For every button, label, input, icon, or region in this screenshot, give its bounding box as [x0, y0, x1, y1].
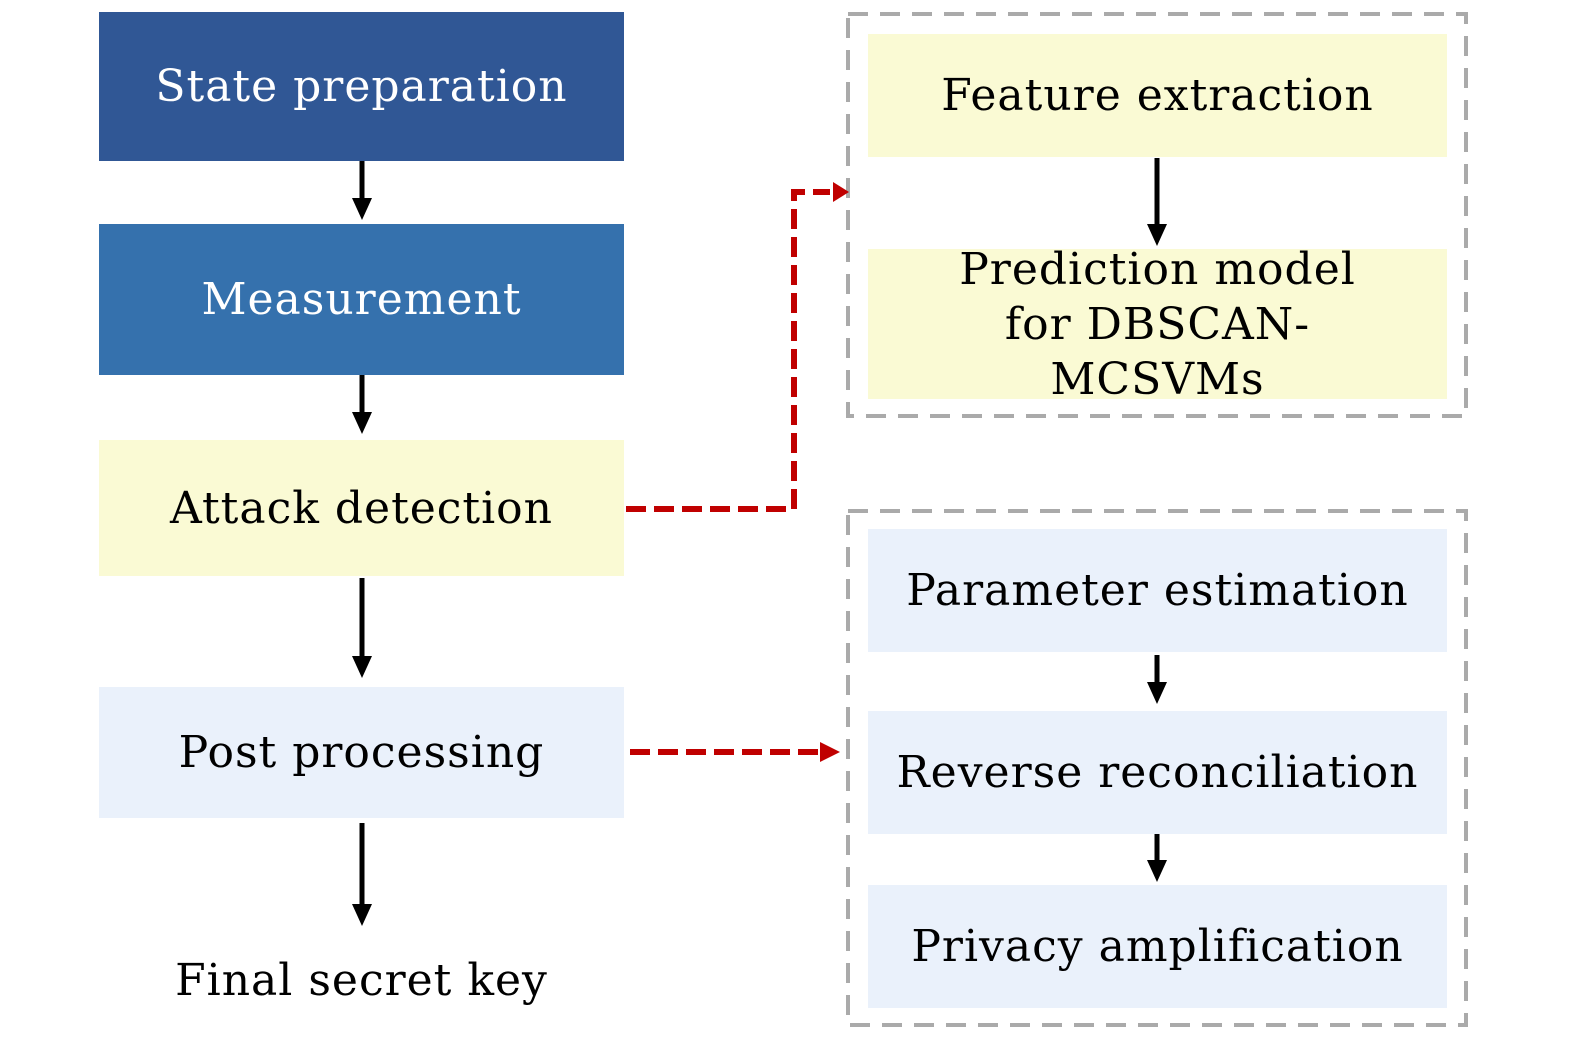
- measurement-label: Measurement: [201, 274, 522, 325]
- final-secret-key-label: Final secret key: [175, 954, 548, 1006]
- measurement-box: Measurement: [99, 224, 624, 375]
- state-preparation-label: State preparation: [155, 61, 568, 112]
- state-preparation-box: State preparation: [99, 12, 624, 161]
- feature-extraction-label: Feature extraction: [941, 70, 1374, 121]
- arrow-reverse-to-privacy: [1147, 834, 1167, 882]
- arrow-feature-to-prediction: [1147, 158, 1167, 246]
- arrow-state-to-measurement: [352, 160, 372, 220]
- attack-detection-group-border: [846, 12, 1468, 418]
- arrow-attack-to-post: [352, 578, 372, 678]
- reverse-reconciliation-label: Reverse reconciliation: [896, 747, 1419, 798]
- post-processing-group-border: [846, 509, 1468, 1027]
- prediction-model-box: Prediction model for DBSCAN-MCSVMs: [868, 244, 1447, 405]
- reverse-reconciliation-box: Reverse reconciliation: [868, 711, 1447, 834]
- arrow-post-to-final-key: [352, 823, 372, 926]
- privacy-amplification-label: Privacy amplification: [911, 921, 1404, 972]
- parameter-estimation-label: Parameter estimation: [906, 565, 1409, 616]
- arrow-parameter-to-reverse: [1147, 655, 1167, 704]
- attack-detection-label: Attack detection: [169, 482, 554, 534]
- privacy-amplification-box: Privacy amplification: [868, 885, 1447, 1008]
- link-post-to-group: [630, 742, 840, 762]
- parameter-estimation-box: Parameter estimation: [868, 529, 1447, 652]
- final-secret-key: Final secret key: [99, 940, 624, 1020]
- attack-detection-box: Attack detection: [99, 440, 624, 576]
- post-processing-box: Post processing: [99, 687, 624, 818]
- feature-extraction-box: Feature extraction: [868, 34, 1447, 157]
- post-processing-label: Post processing: [178, 727, 545, 778]
- arrow-measurement-to-attack: [352, 374, 372, 434]
- prediction-model-label: Prediction model for DBSCAN-MCSVMs: [959, 243, 1356, 405]
- link-attack-to-group: [626, 182, 849, 512]
